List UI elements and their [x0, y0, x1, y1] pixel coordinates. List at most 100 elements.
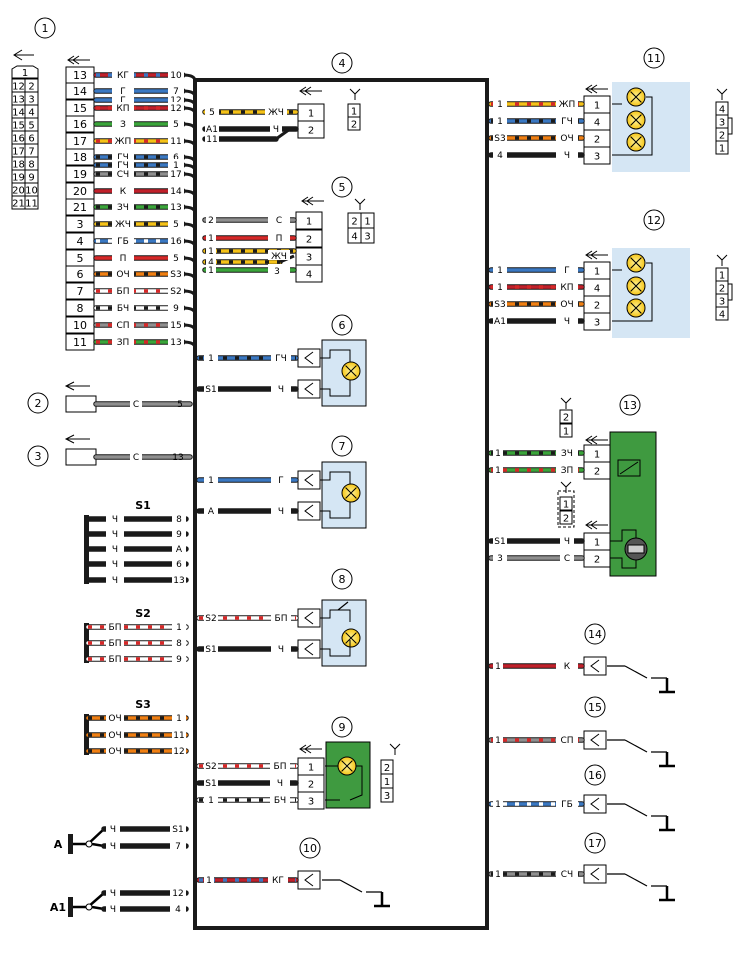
label-bg — [560, 535, 574, 545]
wire-start-label: S1 — [205, 779, 216, 789]
connector-symbol-icon — [301, 196, 324, 206]
panel-circuit — [612, 96, 653, 156]
pin-number: 4 — [28, 108, 34, 119]
label-bg — [112, 159, 134, 169]
splice-label: A1 — [50, 901, 66, 914]
label-bg — [106, 840, 120, 850]
pin-number: 3 — [719, 118, 725, 129]
wire-color-code: СЧ — [117, 170, 129, 180]
socket-terminal — [583, 656, 607, 676]
label-bg — [112, 218, 134, 228]
pin-number: 20 — [12, 186, 25, 197]
lamp-cross — [345, 487, 357, 499]
module-body-green — [325, 741, 371, 809]
wire-start-label: A — [208, 507, 215, 517]
label-bg — [106, 903, 120, 913]
label-bg — [130, 451, 142, 461]
callout-circle — [27, 445, 49, 467]
wire-color-code: С — [133, 400, 139, 410]
label-bg — [271, 383, 291, 393]
wire-color-code: БП — [109, 655, 122, 665]
wire-start-label: 1 — [497, 266, 503, 276]
pin-number: 14 — [12, 108, 25, 119]
wire-color-code: БЧ — [117, 304, 129, 314]
pin-number: 7 — [28, 147, 34, 158]
pin-number: 1 — [719, 144, 725, 155]
label-bg — [271, 474, 291, 484]
label-bg — [556, 298, 578, 308]
wire-color-code: Г — [278, 476, 284, 486]
conn1-pin-number: 10 — [73, 319, 87, 332]
label-bg — [556, 98, 578, 108]
label-bg — [268, 214, 290, 224]
label-bg — [112, 285, 134, 295]
callout-circle — [584, 696, 606, 718]
conn1-pin-number: 4 — [77, 235, 84, 248]
bus-join — [182, 98, 197, 107]
label-bg — [556, 115, 578, 125]
pin-number: 1 — [308, 109, 314, 120]
label-bg — [168, 85, 184, 95]
label-bg — [112, 151, 134, 161]
label-bg — [493, 281, 507, 291]
label-bg — [271, 643, 291, 653]
wire-start-label: 3 — [497, 554, 503, 564]
pin-number: 1 — [22, 68, 28, 79]
pin-number: 2 — [308, 780, 314, 791]
label-bg — [106, 621, 124, 631]
pin-number: 3 — [594, 152, 600, 163]
wire-color-code: Ч — [112, 515, 118, 525]
label-bg — [168, 185, 184, 195]
label-bg — [112, 168, 134, 178]
label-bg — [271, 505, 291, 515]
wire-color-code: БП — [274, 762, 287, 772]
label-bg — [168, 135, 184, 145]
socket-chevron-icon — [590, 733, 600, 747]
label-bg — [172, 558, 186, 568]
wire-start-label: 1 — [208, 266, 214, 276]
switch-icon — [337, 601, 349, 611]
socket-terminal — [297, 379, 321, 399]
label-bg — [168, 168, 184, 178]
module-circuit — [320, 380, 351, 397]
pin-number: 2 — [306, 235, 312, 246]
callout-number: 11 — [647, 52, 661, 65]
pin-number: 19 — [12, 173, 25, 184]
label-bg — [493, 552, 507, 562]
connector-symbol-icon — [299, 86, 322, 96]
label-bg — [106, 637, 124, 647]
wire-end-label: 16 — [170, 237, 182, 247]
label-bg — [168, 252, 184, 262]
conn1-pin-number: 3 — [77, 218, 84, 231]
wire-color-code: С — [276, 216, 282, 226]
label-bg — [168, 268, 184, 278]
splice-label: A — [54, 838, 63, 851]
callout-number: 3 — [35, 450, 42, 463]
wire-end-label: 13 — [170, 338, 181, 348]
wire-color-code: К — [120, 187, 127, 197]
pin-number: 4 — [594, 118, 600, 129]
wire-start-label: S1 — [205, 645, 216, 655]
wire-end-label: A — [176, 545, 183, 555]
wire-end-label: 6 — [176, 560, 182, 570]
label-bg — [206, 232, 216, 242]
pin-number: 12 — [12, 82, 25, 93]
label-bg — [112, 94, 134, 104]
wire-start-label: 5 — [209, 108, 215, 118]
wire-color-code: ОЧ — [116, 270, 129, 280]
callout-circle — [584, 623, 606, 645]
label-bg — [204, 760, 218, 770]
wire-color-code: Ч — [110, 842, 116, 852]
socket-chevron-icon — [304, 642, 314, 656]
wire-color-code: Ч — [277, 779, 283, 789]
socket-chevron-icon — [590, 797, 600, 811]
pin-number: 11 — [25, 199, 38, 210]
pin-number: 17 — [12, 147, 25, 158]
callout-circle — [643, 47, 665, 69]
socket-terminal — [297, 870, 321, 890]
pin-number: 2 — [719, 284, 725, 295]
wire-color-code: ОЧ — [108, 731, 121, 741]
label-bg — [106, 558, 124, 568]
ground-icon — [659, 816, 675, 832]
wire-end-label: 5 — [173, 220, 179, 230]
